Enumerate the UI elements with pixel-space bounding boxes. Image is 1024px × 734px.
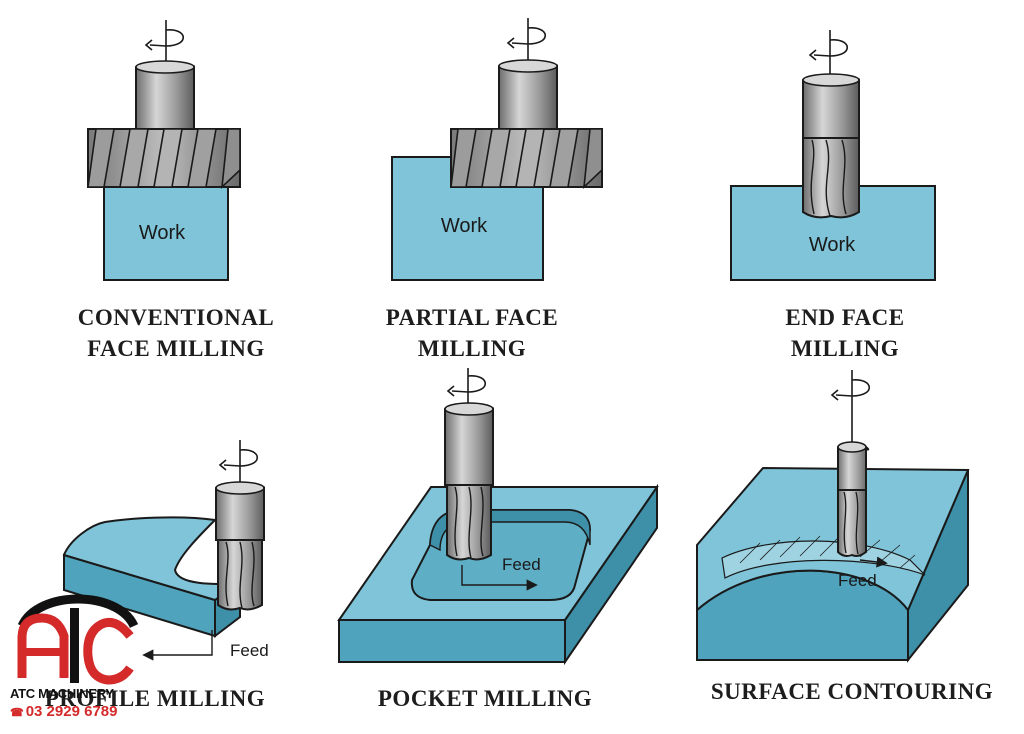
work-label: Work — [139, 222, 186, 244]
feed-label: Feed — [230, 641, 269, 660]
end-mill-tool — [444, 402, 494, 561]
caption-line: END FACE — [785, 305, 905, 330]
rotation-arrow-icon — [446, 368, 486, 408]
face-mill-cutter — [450, 128, 603, 190]
phone-icon: ☎ — [10, 707, 24, 719]
rotation-arrow-icon — [218, 440, 258, 486]
caption-line: PARTIAL FACE — [385, 305, 559, 330]
face-mill-cutter — [87, 128, 241, 190]
end-mill-tool — [802, 73, 860, 219]
feed-arrow — [859, 556, 888, 568]
rotation-arrow-icon — [830, 370, 870, 445]
feed-arrow — [142, 630, 213, 661]
panel-partial-face-milling: Work — [391, 18, 603, 281]
panel-surface-contouring: Feed — [696, 370, 970, 663]
rotation-arrow-icon — [144, 20, 184, 66]
panel-conventional-face-milling: Work — [87, 20, 241, 281]
caption-conventional-face-milling: CONVENTIONAL FACE MILLING — [60, 302, 292, 364]
caption-end-face-milling: END FACE MILLING — [750, 302, 940, 364]
pocket-work-block — [337, 483, 659, 666]
feed-label: Feed — [502, 555, 541, 574]
atc-logo — [17, 594, 139, 685]
caption-surface-contouring: SURFACE CONTOURING — [692, 676, 1012, 707]
caption-line: PROFILE MILLING — [44, 686, 266, 711]
caption-line: CONVENTIONAL — [77, 305, 275, 330]
caption-partial-face-milling: PARTIAL FACE MILLING — [362, 302, 582, 364]
panel-pocket-milling: Feed — [337, 368, 659, 666]
caption-pocket-milling: POCKET MILLING — [360, 683, 610, 714]
panel-profile-milling: Feed — [62, 440, 269, 661]
caption-line: POCKET MILLING — [377, 686, 593, 711]
work-block — [103, 185, 229, 281]
contour-work-block — [696, 466, 970, 663]
end-mill-tool — [215, 481, 265, 611]
brand-phone: ☎03 2929 6789 — [10, 703, 117, 720]
panel-end-face-milling: Work — [730, 30, 936, 281]
phone-number: 03 2929 6789 — [25, 703, 118, 720]
caption-line: MILLING — [790, 336, 900, 361]
caption-line: MILLING — [417, 336, 527, 361]
brand-name: ATC MACHINERY — [10, 686, 114, 701]
work-label: Work — [441, 215, 488, 237]
hatch-lines — [739, 535, 916, 569]
end-mill-tool — [837, 441, 870, 557]
feed-arrow — [461, 565, 538, 591]
caption-line: SURFACE CONTOURING — [710, 679, 994, 704]
feed-label: Feed — [838, 571, 877, 590]
rotation-arrow-icon — [506, 18, 546, 66]
caption-line: FACE MILLING — [87, 336, 265, 361]
work-label: Work — [809, 234, 856, 256]
caption-profile-milling: PROFILE MILLING — [40, 683, 270, 714]
